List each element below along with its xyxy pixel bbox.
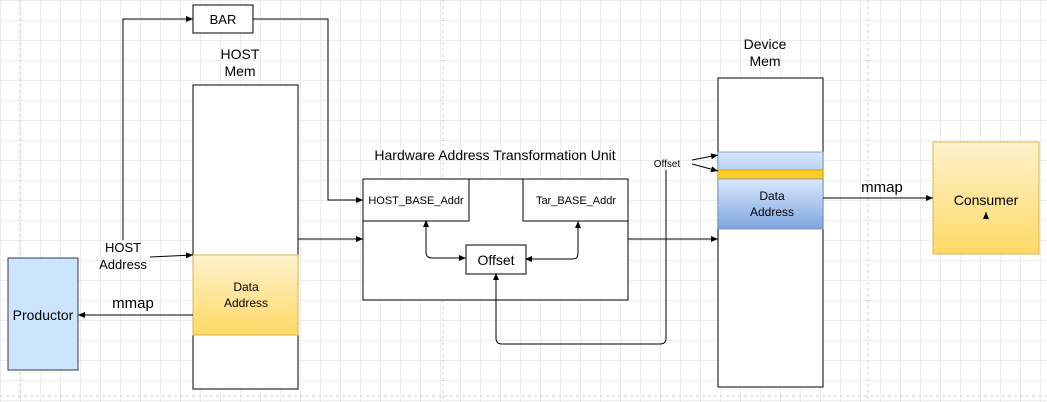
host-mem-title-line2: Mem (224, 63, 255, 79)
edge-host-address-to-mem[interactable] (149, 252, 194, 259)
host-address-label-line2: Address (99, 257, 147, 272)
device-mem-title-line1: Device (744, 36, 787, 52)
productor-label: Productor (13, 307, 74, 323)
consumer-label: Consumer (954, 192, 1019, 208)
edge-host-base-to-offset[interactable] (423, 220, 466, 261)
device-offset-region[interactable] (717, 151, 824, 171)
host-data-region[interactable] (192, 254, 299, 336)
tar-base-addr-label: Tar_BASE_Addr (536, 195, 616, 207)
host-address-label-line1: HOST (105, 240, 141, 255)
host-base-addr-label: HOST_BASE_Addr (368, 195, 464, 207)
device-data-label-line1: Data (759, 189, 785, 203)
mmap-right-label: mmap (861, 179, 903, 196)
device-offset-stripe[interactable] (717, 169, 824, 180)
device-mem-title-line2: Mem (749, 53, 780, 69)
device-mem-block[interactable] (717, 77, 824, 388)
device-data-label-line2: Address (750, 205, 794, 219)
edge-bar-to-host-base[interactable] (253, 18, 363, 203)
edge-offset-to-device-stripe[interactable] (691, 163, 719, 173)
bar-node[interactable] (192, 4, 254, 34)
unit-title: Hardware Address Transformation Unit (374, 147, 615, 163)
offset-label: Offset (477, 252, 514, 268)
host-mem-block[interactable] (192, 84, 299, 390)
bar-label: BAR (210, 12, 237, 27)
edge-offset-loop[interactable] (493, 170, 667, 345)
device-data-region[interactable] (717, 178, 824, 230)
consumer-node[interactable] (932, 141, 1040, 255)
productor-node[interactable] (7, 257, 79, 371)
edge-offset-to-tar-base[interactable] (525, 221, 581, 262)
host-data-label-line1: Data (233, 280, 259, 294)
host-base-addr-node[interactable] (362, 178, 470, 222)
offset-edge-label: Offset (654, 159, 681, 170)
edge-offset-to-device-top[interactable] (691, 153, 719, 161)
edge-host-address-to-bar[interactable] (122, 16, 193, 240)
host-mem-title-line1: HOST (221, 46, 260, 62)
mmap-left-label: mmap (112, 295, 154, 312)
host-data-label-line2: Address (224, 296, 268, 310)
